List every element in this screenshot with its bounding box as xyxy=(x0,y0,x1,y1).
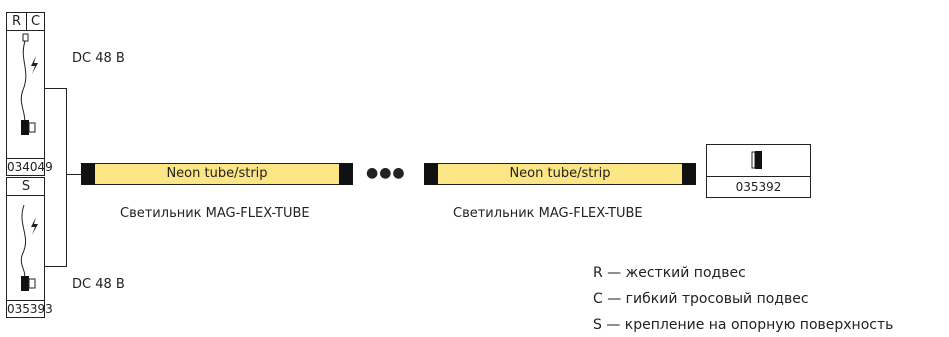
module-code: 035393 xyxy=(7,302,53,316)
tube-end-cap xyxy=(424,163,438,185)
header-r: R xyxy=(7,13,27,30)
tube-end-cap xyxy=(682,163,696,185)
tube-caption: Светильник MAG-FLEX-TUBE xyxy=(453,206,643,221)
connector-line xyxy=(66,88,67,266)
neon-tube: Neon tube/strip xyxy=(424,163,696,185)
connector-line xyxy=(45,266,67,267)
voltage-label-top: DC 48 В xyxy=(72,51,125,66)
end-cap-module: 035392 xyxy=(706,144,811,198)
module-code: 034049 xyxy=(7,160,53,174)
end-cap-code: 035392 xyxy=(735,180,782,194)
connector-line xyxy=(66,174,81,175)
surface-mount-icon xyxy=(20,204,38,291)
neon-tube: Neon tube/strip xyxy=(81,163,353,185)
legend-item-s: S — крепление на опорную поверхность xyxy=(593,317,894,333)
header-c: C xyxy=(30,14,41,29)
suspension-cable-icon xyxy=(20,33,38,135)
connector-line xyxy=(45,88,66,89)
voltage-label-bottom: DC 48 В xyxy=(72,277,125,292)
tube-end-cap xyxy=(339,163,353,185)
power-module-s: S 035393 xyxy=(6,177,53,318)
ellipsis-dots: ●●● xyxy=(366,165,406,181)
power-module-rc: R C 034049 xyxy=(6,12,53,176)
header-s: S xyxy=(21,179,31,194)
tube-label: Neon tube/strip xyxy=(166,166,268,181)
tube-end-cap xyxy=(81,163,95,185)
tube-caption: Светильник MAG-FLEX-TUBE xyxy=(120,206,310,221)
end-cap-icon xyxy=(751,151,762,169)
legend-item-c: C — гибкий тросовый подвес xyxy=(593,291,809,307)
tube-label: Neon tube/strip xyxy=(509,166,611,181)
legend-item-r: R — жесткий подвес xyxy=(593,265,746,281)
